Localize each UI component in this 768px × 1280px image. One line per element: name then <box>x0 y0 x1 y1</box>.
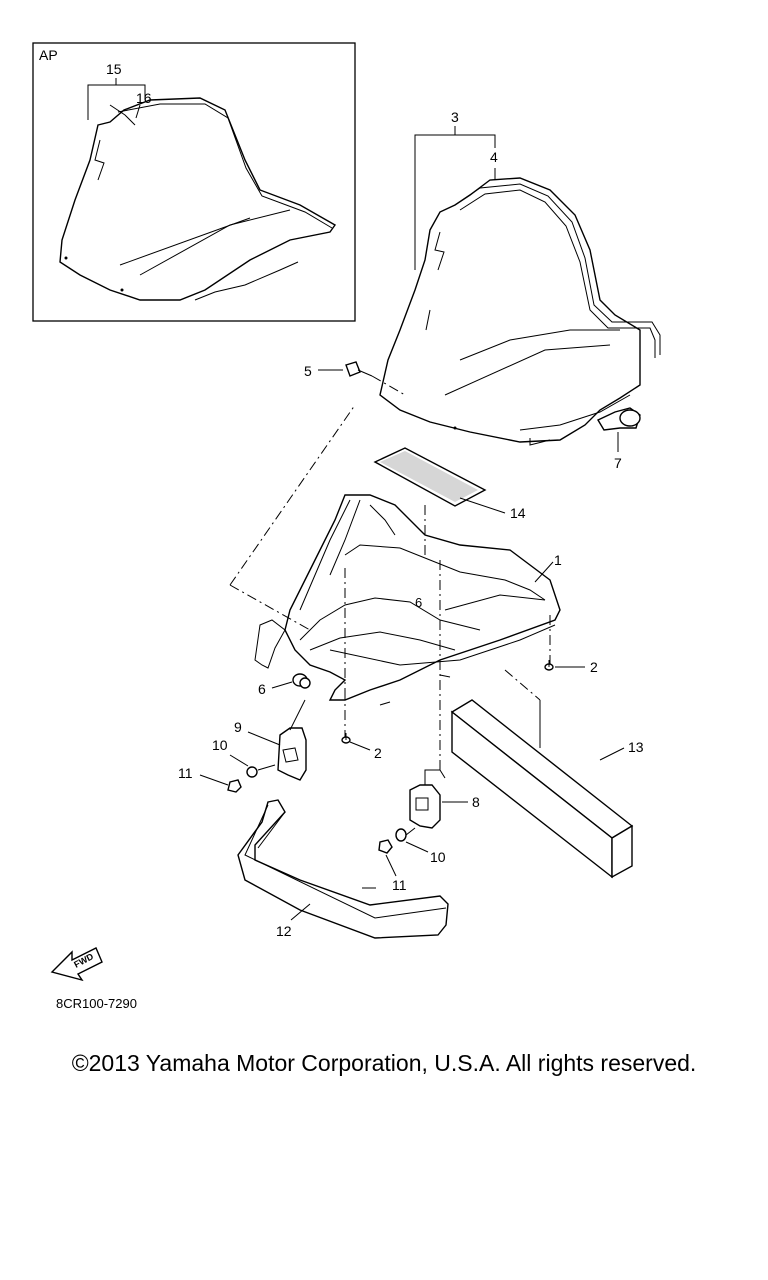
callout-16: 16 <box>136 90 152 106</box>
block-13 <box>450 699 634 879</box>
callout-7: 7 <box>614 455 622 471</box>
inset-windshield <box>59 97 337 301</box>
inset-frame <box>32 42 356 322</box>
callout-1: 1 <box>554 552 562 568</box>
trim-12 <box>237 799 449 939</box>
copyright-notice: ©2013 Yamaha Motor Corporation, U.S.A. A… <box>71 1050 697 1076</box>
callout-5: 5 <box>304 363 312 379</box>
washer-10-right <box>395 828 407 842</box>
callout-10-right: 10 <box>430 849 446 865</box>
washer-10-left <box>246 766 258 778</box>
inset-ap: AP 15 16 <box>32 42 356 322</box>
callout-15: 15 <box>106 61 122 77</box>
inset-label: AP <box>39 47 58 63</box>
reference-code: 8CR100-7290 <box>56 996 137 1011</box>
callout-12: 12 <box>276 923 292 939</box>
callout-13: 13 <box>628 739 644 755</box>
bolt-2-center <box>341 733 351 744</box>
screw-5 <box>345 361 373 377</box>
windshield <box>379 177 661 446</box>
callout-10-left: 10 <box>212 737 228 753</box>
callout-8: 8 <box>472 794 480 810</box>
callout-6: 6 <box>258 681 266 697</box>
callout-3: 3 <box>451 109 459 125</box>
callout-2-right: 2 <box>590 659 598 675</box>
bracket-8 <box>409 769 446 829</box>
nut-11-left <box>227 779 242 793</box>
grommet-6 <box>292 673 311 689</box>
callout-11-right: 11 <box>392 877 407 893</box>
callout-9: 9 <box>234 719 242 735</box>
pad-14 <box>373 447 487 507</box>
clip-7 <box>597 407 641 431</box>
bolt-2-right <box>544 660 554 671</box>
callout-2-center: 2 <box>374 745 382 761</box>
callout-14: 14 <box>510 505 526 521</box>
fwd-arrow-icon: FWD <box>50 947 103 982</box>
callout-11-left: 11 <box>178 765 193 781</box>
bracket-9 <box>277 699 307 781</box>
parts-diagram: AP 15 16 3 4 <box>32 42 661 1011</box>
callout-4: 4 <box>490 149 498 165</box>
callout-6-mark: 6 <box>415 595 422 610</box>
nut-11-right <box>378 839 393 854</box>
